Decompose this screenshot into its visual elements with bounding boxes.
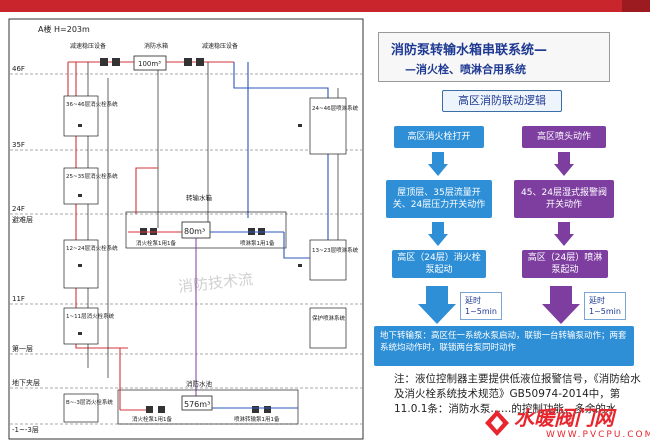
riser-diagram: A楼 H=203m 46F 35F 24F 避难层 11F 第一层 地下夹层 -…	[8, 18, 364, 440]
delay-box-hydrant: 延时 1~5min	[460, 292, 502, 320]
floor-label-refuge: 避难层	[12, 215, 33, 224]
top-label-1: 减速稳压设备	[70, 42, 106, 50]
pump-room-sprinkler: 喷淋泵1用1备	[240, 239, 275, 247]
footnote: 注：液位控制器主要提供低液位报警信号，《消防给水及消火栓系统技术规范》GB509…	[394, 373, 641, 415]
floor-label-mezz: 地下夹层	[12, 378, 40, 387]
brand-url: WWW.PVCPU.COM	[546, 430, 650, 440]
brand-name: 水暖阀门网	[514, 406, 614, 430]
pool-pump-transfer: 喷淋转输泵1用1备	[234, 415, 280, 423]
top-label-3: 减速稳压设备	[202, 42, 238, 50]
zone-left-2: 25~35层消火栓系统	[66, 172, 118, 180]
delay-value-1: 1~5min	[465, 307, 497, 316]
delay-label-1: 延时	[465, 296, 481, 305]
arrow-down-2	[554, 152, 574, 176]
floor-label-46: 46F	[12, 65, 25, 73]
delay-value-2: 1~5min	[589, 307, 621, 316]
sprinkler-switch-box: 45、24层湿式报警阀开关动作	[514, 180, 614, 218]
arrow-down-6	[542, 286, 580, 324]
hydrant-pump-box: 高区（24层）消火栓泵起动	[392, 250, 486, 278]
title-box: 消防泵转输水箱串联系统— —消火栓、喷淋合用系统	[378, 32, 610, 82]
brand-logo-icon	[485, 410, 509, 436]
floor-label-basement: -1~-3层	[12, 426, 39, 434]
pump-room-hydrant: 消火栓泵1用1备	[136, 239, 176, 247]
zone-right-1: 24~46层喷淋系统	[312, 104, 359, 112]
pool-volume: 576m³	[184, 400, 210, 409]
zone-left-1: 36~46层消火栓系统	[66, 100, 118, 108]
floor-label-11: 11F	[12, 295, 25, 303]
logic-title: 高区消防联动逻辑	[442, 90, 562, 112]
transfer-tank-volume: 80m³	[184, 227, 205, 236]
transfer-tank-label: 转输水箱	[186, 193, 213, 202]
building-title: A楼 H=203m	[38, 24, 90, 34]
zone-right-3: 保护喷淋系统	[312, 314, 346, 322]
sprinkler-start-box: 高区喷头动作	[522, 126, 606, 148]
pool-label: 消防水池	[186, 379, 213, 388]
zone-left-3: 12~24层消火栓系统	[66, 244, 118, 252]
arrow-down-4	[554, 222, 574, 246]
brand-watermark: 水暖阀门网 WWW.PVCPU.COM	[482, 402, 650, 446]
floor-label-1: 第一层	[12, 344, 33, 353]
zone-left-5: B~-3层消火栓系统	[66, 398, 113, 406]
top-tank-volume: 100m³	[138, 60, 161, 68]
arrow-down-3	[428, 222, 448, 246]
delay-box-sprinkler: 延时 1~5min	[584, 292, 626, 320]
arrow-down-1	[428, 152, 448, 176]
zone-left-4: 1~11层消火栓系统	[66, 312, 115, 320]
hydrant-start-box: 高区消火栓打开	[394, 126, 484, 148]
title-line-2: —消火栓、喷淋合用系统	[405, 63, 526, 76]
pool-pump-hydrant: 消火栓泵1用1备	[132, 415, 172, 423]
top-label-2: 消防水箱	[144, 42, 168, 50]
hydrant-switch-box: 屋顶层、35层流量开关、24层压力开关动作	[386, 180, 492, 218]
title-line-1: 消防泵转输水箱串联系统—	[391, 43, 548, 58]
riser-diagram-svg: A楼 H=203m 46F 35F 24F 避难层 11F 第一层 地下夹层 -…	[8, 18, 364, 440]
transfer-pump-box: 地下转输泵：高区任一系统水泵启动，联锁一台转输泵动作；两套系统均动作时，联锁两台…	[374, 326, 634, 366]
logic-panel: 消防泵转输水箱串联系统— —消火栓、喷淋合用系统 高区消防联动逻辑 高区消火栓打…	[372, 24, 642, 440]
floor-label-24: 24F	[12, 205, 25, 213]
top-accent-bar	[0, 0, 650, 12]
sprinkler-pump-box: 高区（24层）喷淋泵起动	[522, 250, 608, 278]
arrow-down-5	[418, 286, 456, 324]
zone-right-2: 13~23层喷淋系统	[312, 246, 359, 254]
delay-label-2: 延时	[589, 296, 605, 305]
top-accent-corner	[622, 0, 650, 12]
floor-label-35: 35F	[12, 141, 25, 149]
